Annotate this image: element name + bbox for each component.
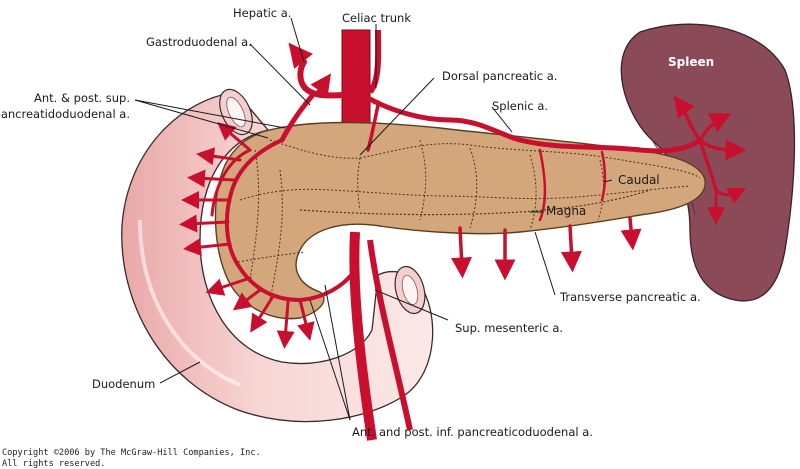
label-sup-mesenteric: Sup. mesenteric a. bbox=[455, 321, 563, 335]
label-ant-post-sup-1: Ant. & post. sup. bbox=[34, 91, 130, 105]
arterial-branches bbox=[179, 42, 747, 349]
label-ant-post-sup-2: pancreatidoduodenal a. bbox=[0, 107, 130, 121]
spleen-label: Spleen bbox=[668, 55, 714, 69]
label-splenic: Splenic a. bbox=[492, 99, 548, 113]
label-dorsal-pancreatic: Dorsal pancreatic a. bbox=[442, 69, 557, 83]
labels: Hepatic a. Celiac trunk Gastroduodenal a… bbox=[0, 6, 701, 439]
copyright-line-2: All rights reserved. bbox=[2, 459, 106, 469]
label-ant-post-inf: Ant. and post. inf. pancreaticoduodenal … bbox=[352, 425, 593, 439]
magna-label: Magna bbox=[546, 204, 586, 218]
leader-lines bbox=[134, 17, 613, 421]
label-celiac-trunk: Celiac trunk bbox=[342, 11, 411, 25]
label-transverse-pancreatic: Transverse pancreatic a. bbox=[559, 290, 701, 304]
copyright-line-1: Copyright ©2006 by The McGraw-Hill Compa… bbox=[2, 448, 261, 458]
sup-mesenteric-artery bbox=[349, 231, 413, 441]
celiac-trunk bbox=[341, 29, 382, 131]
label-duodenum: Duodenum bbox=[92, 377, 155, 391]
label-gastroduodenal: Gastroduodenal a. bbox=[146, 35, 252, 49]
caudal-label: Caudal bbox=[618, 173, 660, 187]
label-hepatic: Hepatic a. bbox=[233, 6, 291, 20]
